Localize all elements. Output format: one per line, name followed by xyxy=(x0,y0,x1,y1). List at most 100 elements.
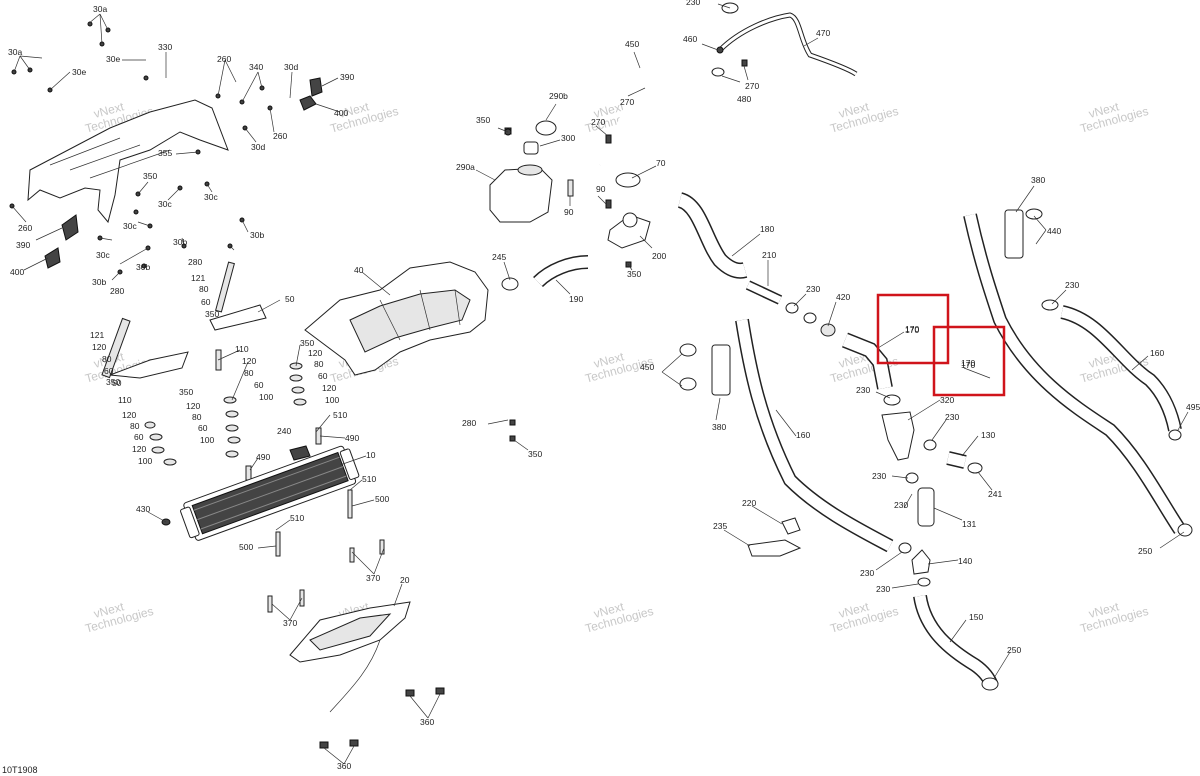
part-label: 120 xyxy=(308,348,322,358)
part-label: 60 xyxy=(201,297,211,307)
part-label: 510 xyxy=(362,474,376,484)
part-label: 250 xyxy=(1007,645,1021,655)
part-label: 490 xyxy=(256,452,270,462)
part-label: 350 xyxy=(476,115,490,125)
part-label: 121 xyxy=(191,273,205,283)
part-label: 200 xyxy=(652,251,666,261)
part-label: 355 xyxy=(158,148,172,158)
part-label: 160 xyxy=(1150,348,1164,358)
part-label: 60 xyxy=(318,371,328,381)
part-label: 60 xyxy=(134,432,144,442)
part-labels: 30a 30a 30e 30e 330 260 340 30d 390 400 … xyxy=(8,0,1200,771)
part-label: 80 xyxy=(130,421,140,431)
part-label: 230 xyxy=(1065,280,1079,290)
front-bracket-panel xyxy=(27,99,229,224)
part-label: 350 xyxy=(179,387,193,397)
part-label: 130 xyxy=(981,430,995,440)
part-label: 320 xyxy=(940,395,954,405)
diagram-code: 10T1908 xyxy=(2,765,38,775)
part-label: 360 xyxy=(420,717,434,727)
part-label: 370 xyxy=(366,573,380,583)
part-label: 230 xyxy=(806,284,820,294)
part-label: 100 xyxy=(138,456,152,466)
part-label: 80 xyxy=(314,359,324,369)
part-label: 30e xyxy=(72,67,86,77)
part-label: 50 xyxy=(285,294,295,304)
part-label: 30b xyxy=(250,230,264,240)
part-label: 510 xyxy=(290,513,304,523)
part-label: 370 xyxy=(283,618,297,628)
part-label: 350 xyxy=(205,309,219,319)
highlight-boxes: 170 170 xyxy=(876,293,1006,397)
part-label: 450 xyxy=(625,39,639,49)
part-label: 230 xyxy=(945,412,959,422)
radiator xyxy=(180,445,360,541)
part-label: 80 xyxy=(192,412,202,422)
part-label: 30b xyxy=(92,277,106,287)
part-label: 230 xyxy=(872,471,886,481)
part-label: 30d xyxy=(251,142,265,152)
part-label: 30a xyxy=(8,47,22,57)
part-label: 170 xyxy=(905,325,919,335)
part-label: 290b xyxy=(549,91,568,101)
part-label: 160 xyxy=(796,430,810,440)
part-label: 120 xyxy=(242,356,256,366)
highlight-box-170-a xyxy=(876,293,950,365)
part-label: 290a xyxy=(456,162,475,172)
part-label: 280 xyxy=(188,257,202,267)
part-drawings xyxy=(9,2,1193,749)
part-label: 90 xyxy=(596,184,606,194)
part-label: 430 xyxy=(136,504,150,514)
highlight-box-170-b xyxy=(932,325,1006,397)
part-label: 90 xyxy=(564,207,574,217)
part-label: 495 xyxy=(1186,402,1200,412)
part-label: 60 xyxy=(104,366,114,376)
part-label: 340 xyxy=(249,62,263,72)
part-label: 450 xyxy=(640,362,654,372)
side-panel-cover xyxy=(304,261,489,376)
part-label: 121 xyxy=(90,330,104,340)
part-label: 30c xyxy=(96,250,110,260)
part-label: 350 xyxy=(627,269,641,279)
part-label: 460 xyxy=(683,34,697,44)
part-label: 30b xyxy=(173,237,187,247)
part-label: 30a xyxy=(93,4,107,14)
part-label: 80 xyxy=(102,354,112,364)
part-label: 235 xyxy=(713,521,727,531)
part-label: 230 xyxy=(894,500,908,510)
part-label: 380 xyxy=(712,422,726,432)
part-label: 60 xyxy=(254,380,264,390)
part-label: 490 xyxy=(345,433,359,443)
part-label: 40 xyxy=(354,265,364,275)
part-label: 30b xyxy=(136,262,150,272)
highlighted-part-label: 170 xyxy=(905,324,919,334)
part-label: 230 xyxy=(856,385,870,395)
coolant-reservoir xyxy=(489,120,574,223)
part-label: 60 xyxy=(198,423,208,433)
highlighted-part-label: 170 xyxy=(961,358,975,368)
part-label: 380 xyxy=(1031,175,1045,185)
part-label: 10 xyxy=(366,450,376,460)
part-label: 240 xyxy=(277,426,291,436)
part-label: 20 xyxy=(400,575,410,585)
fan-shroud xyxy=(267,589,445,749)
part-label: 350 xyxy=(300,338,314,348)
part-label: 500 xyxy=(239,542,253,552)
part-label: 270 xyxy=(745,81,759,91)
part-label: 230 xyxy=(686,0,700,7)
part-label: 400 xyxy=(334,108,348,118)
part-label: 270 xyxy=(620,97,634,107)
part-label: 190 xyxy=(569,294,583,304)
part-label: 210 xyxy=(762,250,776,260)
part-label: 360 xyxy=(337,761,351,771)
part-label: 110 xyxy=(235,344,249,354)
part-label: 180 xyxy=(760,224,774,234)
part-label: 30c xyxy=(204,192,218,202)
part-label: 80 xyxy=(199,284,209,294)
part-label: 390 xyxy=(340,72,354,82)
part-label: 510 xyxy=(333,410,347,420)
part-label: 230 xyxy=(876,584,890,594)
part-label: 100 xyxy=(325,395,339,405)
part-label: 440 xyxy=(1047,226,1061,236)
part-label: 390 xyxy=(16,240,30,250)
